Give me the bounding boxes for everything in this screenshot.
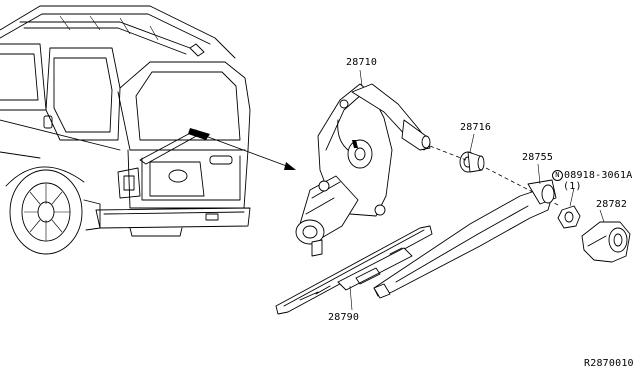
arrowhead: [284, 162, 296, 170]
part-label-nut-qty: (1): [563, 181, 582, 192]
leader-arrow: [199, 133, 293, 169]
part-label-arm: 28755: [522, 152, 554, 163]
diagram-reference: R2870010: [584, 358, 634, 369]
wiper-motor-illustration: [295, 83, 431, 257]
part-label-cap: 28716: [460, 122, 492, 133]
nut-symbol-n: N: [552, 170, 563, 181]
nut-illustration: [557, 205, 581, 229]
wiper-blade-illustration: [275, 225, 433, 315]
part-label-blade: 28790: [328, 312, 360, 323]
shaft-cap-illustration: [459, 151, 485, 173]
part-label-cover: 28782: [596, 199, 628, 210]
part-label-motor: 28710: [346, 57, 378, 68]
vehicle-illustration: [0, 5, 251, 255]
leader-lines: [349, 69, 605, 311]
wiper-arm-illustration: [373, 179, 557, 299]
part-label-nut-number: 08918-3061A: [564, 170, 633, 181]
pivot-cover-illustration: [581, 221, 631, 263]
